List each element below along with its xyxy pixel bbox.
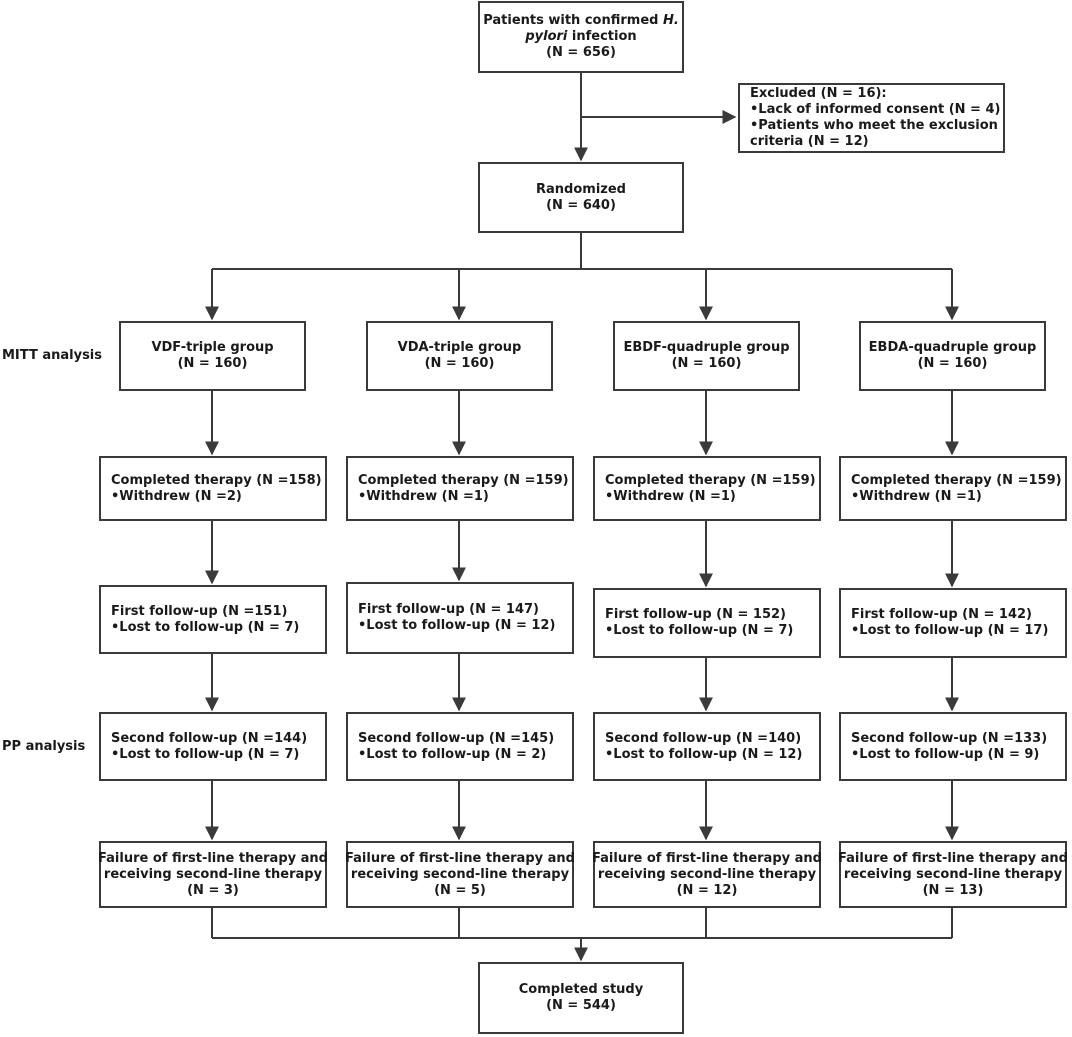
failure-line-1: Failure of first-line therapy and [98,850,328,866]
excluded-box: Excluded (N = 16): •Lack of informed con… [738,83,1005,153]
first-followup-lost: •Lost to follow-up (N = 17) [851,623,1049,638]
group-box-3: EBDF-quadruple group (N = 160) [613,321,800,391]
completed-therapy-box-1: Completed therapy (N =158) •Withdrew (N … [99,456,327,521]
completed-therapy-text: Completed therapy (N =159) [358,472,569,488]
second-followup-box-1: Second follow-up (N =144) •Lost to follo… [99,712,327,781]
second-followup-box-3: Second follow-up (N =140) •Lost to follo… [593,712,821,781]
second-followup-text: Second follow-up (N =145) [358,730,555,746]
first-followup-box-2: First follow-up (N = 147) •Lost to follo… [346,582,574,654]
failure-count: (N = 13) [922,882,984,898]
completed-therapy-box-4: Completed therapy (N =159) •Withdrew (N … [839,456,1067,521]
second-followup-box-4: Second follow-up (N =133) •Lost to follo… [839,712,1067,781]
excluded-title: Excluded (N = 16): [750,86,887,101]
randomized-box: Randomized (N = 640) [478,162,684,233]
second-followup-text: Second follow-up (N =133) [851,730,1048,746]
first-followup-lost: •Lost to follow-up (N = 7) [111,619,300,635]
pp-analysis-label: PP analysis [2,739,86,754]
withdrew-text: •Withdrew (N =1) [851,488,982,504]
failure-box-3: Failure of first-line therapy and receiv… [592,841,822,908]
group-name: EBDA-quadruple group [868,340,1037,355]
failure-line-2: receiving second-line therapy [597,866,817,882]
second-followup-text: Second follow-up (N =140) [605,730,802,746]
first-followup-box-1: First follow-up (N =151) •Lost to follow… [99,585,327,654]
screening-italic-pylori: pylori [525,29,568,44]
completed-therapy-text: Completed therapy (N =158) [111,472,322,488]
second-followup-lost: •Lost to follow-up (N = 7) [111,746,300,762]
excluded-item-criteria-count: criteria (N = 12) [750,134,869,149]
second-followup-box-2: Second follow-up (N =145) •Lost to follo… [346,712,574,781]
completed-therapy-text: Completed therapy (N =159) [851,472,1062,488]
group-name: VDF-triple group [151,340,274,355]
withdrew-text: •Withdrew (N =1) [605,488,736,504]
group-count: (N = 160) [177,356,248,371]
screening-text: Patients with confirmed [483,13,663,28]
screening-italic-h: H. [662,13,679,28]
failure-line-2: receiving second-line therapy [103,866,323,882]
group-count: (N = 160) [671,356,742,371]
group-box-2: VDA-triple group (N = 160) [366,321,553,391]
failure-line-1: Failure of first-line therapy and [345,850,575,866]
group-count: (N = 160) [424,356,495,371]
randomized-count: (N = 640) [546,197,616,213]
screening-line-1: Patients with confirmed H. [483,13,679,29]
group-count: (N = 160) [917,356,988,371]
group-box-1: VDF-triple group (N = 160) [119,321,306,391]
failure-box-1: Failure of first-line therapy and receiv… [98,841,328,908]
withdrew-text: •Withdrew (N =2) [111,488,242,504]
completed-therapy-box-3: Completed therapy (N =159) •Withdrew (N … [593,456,821,521]
failure-count: (N = 3) [187,882,239,898]
screening-count: (N = 656) [546,45,616,60]
first-followup-text: First follow-up (N = 142) [851,607,1032,622]
group-name: VDA-triple group [397,340,522,355]
first-followup-lost: •Lost to follow-up (N = 7) [605,623,794,638]
first-followup-text: First follow-up (N = 147) [358,602,539,617]
failure-line-1: Failure of first-line therapy and [838,850,1068,866]
first-followup-box-3: First follow-up (N = 152) •Lost to follo… [593,588,821,658]
failure-line-1: Failure of first-line therapy and [592,850,822,866]
second-followup-lost: •Lost to follow-up (N = 2) [358,746,547,762]
completed-study-box: Completed study (N = 544) [478,962,684,1034]
second-followup-lost: •Lost to follow-up (N = 12) [605,746,803,762]
excluded-item-criteria: •Patients who meet the exclusion [750,118,998,133]
first-followup-text: First follow-up (N = 152) [605,607,786,622]
failure-box-2: Failure of first-line therapy and receiv… [345,841,575,908]
failure-line-2: receiving second-line therapy [350,866,570,882]
excluded-item-consent: •Lack of informed consent (N = 4) [750,102,1001,117]
randomized-title: Randomized [536,181,626,197]
second-followup-text: Second follow-up (N =144) [111,730,308,746]
completed-study-count: (N = 544) [546,998,616,1013]
first-followup-text: First follow-up (N =151) [111,603,288,619]
group-box-4: EBDA-quadruple group (N = 160) [859,321,1046,391]
withdrew-text: •Withdrew (N =1) [358,488,489,504]
completed-study-title: Completed study [518,982,644,997]
completed-therapy-text: Completed therapy (N =159) [605,472,816,488]
failure-count: (N = 12) [676,882,738,898]
screening-box: Patients with confirmed H. pylori infect… [478,1,684,73]
completed-therapy-box-2: Completed therapy (N =159) •Withdrew (N … [346,456,574,521]
screening-infection: infection [567,29,637,44]
first-followup-lost: •Lost to follow-up (N = 12) [358,618,556,633]
first-followup-box-4: First follow-up (N = 142) •Lost to follo… [839,588,1067,658]
failure-box-4: Failure of first-line therapy and receiv… [838,841,1068,908]
second-followup-lost: •Lost to follow-up (N = 9) [851,746,1040,762]
failure-line-2: receiving second-line therapy [843,866,1063,882]
failure-count: (N = 5) [434,882,486,898]
group-name: EBDF-quadruple group [623,340,790,355]
mitt-analysis-label: MITT analysis [2,348,102,363]
screening-line-2: pylori infection [525,29,636,45]
